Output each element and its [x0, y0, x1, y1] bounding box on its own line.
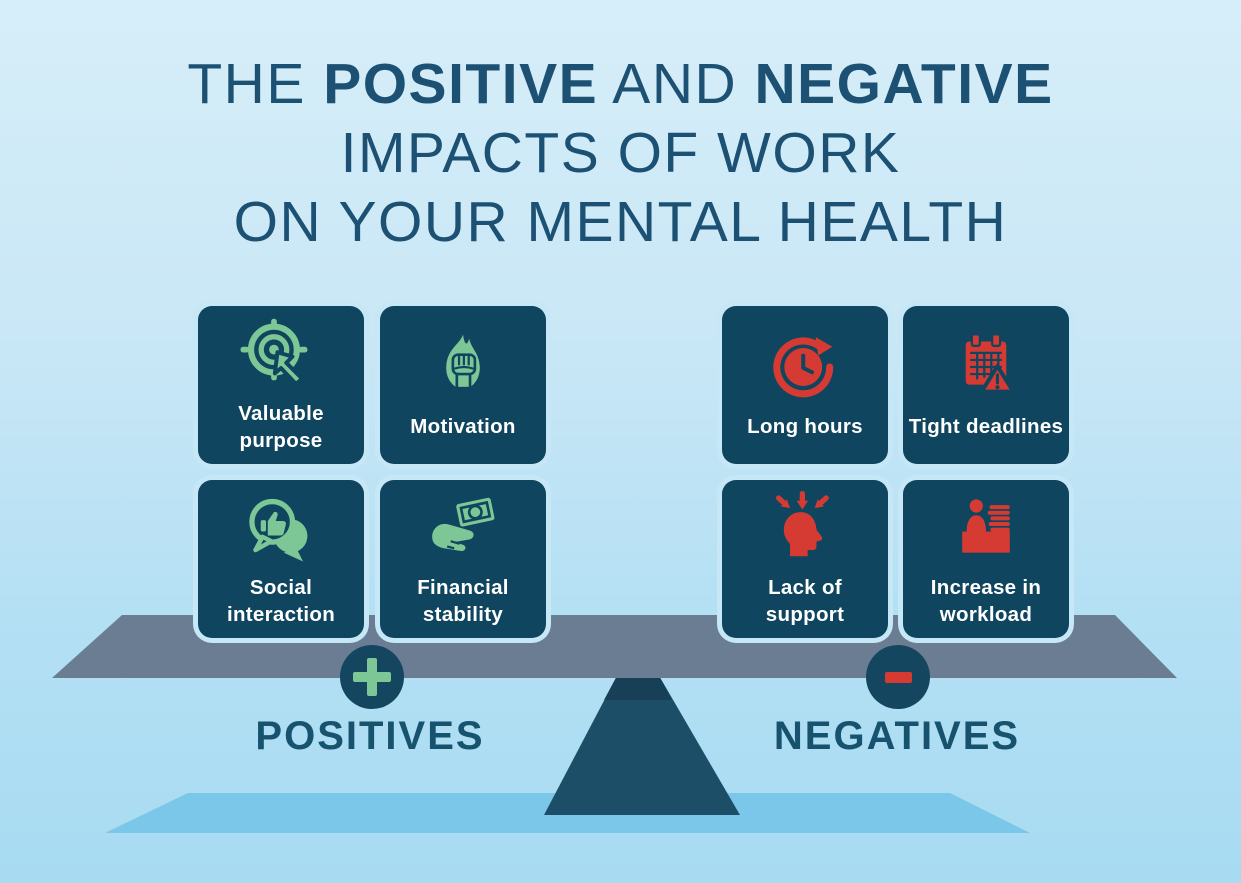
- title-line-2: IMPACTS OF WORK: [340, 121, 901, 185]
- card-lack-of-support: Lack of support: [722, 480, 888, 638]
- title-text-positive: POSITIVE: [323, 52, 599, 116]
- chat-thumbs-up-icon: [249, 498, 308, 561]
- calendar-warning-icon: [965, 333, 1016, 394]
- card-label: Long hours: [747, 415, 863, 438]
- card-label: Increase in workload: [930, 575, 1042, 626]
- title-text: THE: [187, 52, 324, 116]
- hand-money-icon: [432, 497, 495, 551]
- positives-label: POSITIVES: [255, 714, 485, 758]
- card-valuable-purpose: Valuable purpose: [198, 306, 364, 464]
- card-label: Valuable purpose: [238, 401, 324, 452]
- card-tight-deadlines: Tight deadlines: [903, 306, 1069, 464]
- desk-paper-stack-icon: [962, 498, 1010, 553]
- plus-icon: +: [353, 658, 391, 696]
- fulcrum-triangle: [544, 674, 740, 815]
- fist-flame-icon: [446, 334, 480, 390]
- card-motivation: Motivation: [380, 306, 546, 464]
- negatives-label: NEGATIVES: [773, 714, 1021, 758]
- card-label: Tight deadlines: [908, 415, 1064, 438]
- card-label: Financial stability: [417, 575, 509, 626]
- card-long-hours: Long hours: [722, 306, 888, 464]
- title-text: AND: [598, 52, 755, 116]
- card-label: Lack of support: [765, 575, 845, 626]
- card-increase-in-workload: Increase in workload: [903, 480, 1069, 638]
- minus-icon: -: [884, 671, 912, 683]
- card-label: Social interaction: [226, 575, 336, 626]
- card-financial-stability: Financial stability: [380, 480, 546, 638]
- page-title: THE POSITIVE AND NEGATIVE IMPACTS OF WOR…: [0, 50, 1241, 257]
- negatives-badge: -: [866, 645, 930, 709]
- target-cursor-icon: [240, 318, 308, 386]
- title-line-3: ON YOUR MENTAL HEALTH: [233, 190, 1008, 254]
- card-label: Motivation: [410, 415, 516, 438]
- card-social-interaction: Social interaction: [198, 480, 364, 638]
- clock-overtime-icon: [773, 337, 834, 398]
- title-text-negative: NEGATIVE: [754, 52, 1054, 116]
- title-line-1: THE POSITIVE AND NEGATIVE: [0, 50, 1241, 119]
- fulcrum-shadow: [604, 674, 672, 700]
- head-pressure-arrows-icon: [775, 490, 829, 556]
- positives-badge: +: [340, 645, 404, 709]
